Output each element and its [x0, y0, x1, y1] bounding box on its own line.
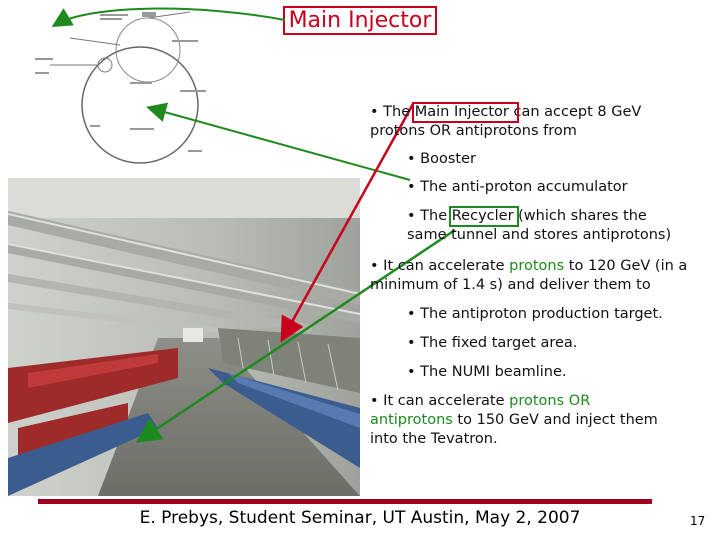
- bullet-accelerate-protons: • It can accelerate protons to 120 GeV (…: [370, 258, 688, 293]
- footer-rule: [38, 499, 652, 504]
- footer-text: E. Prebys, Student Seminar, UT Austin, M…: [139, 508, 581, 528]
- sub-bullet-numi: • The NUMI beamline.: [407, 364, 567, 380]
- booster-ring: [97, 57, 113, 73]
- bullet-tevatron-injection: • It can accelerate protons OR antiproto…: [370, 393, 658, 447]
- title-highlight-box: [283, 6, 437, 35]
- page-number: 17: [690, 514, 706, 528]
- main-injector-ring: [115, 17, 181, 83]
- main-injector-tunnel-photo: [8, 178, 360, 496]
- accelerator-complex-diagram: [35, 11, 206, 164]
- tevatron-ring: [81, 46, 199, 164]
- recycler-highlight-box: [449, 206, 519, 227]
- sub-bullet-accumulator: • The anti-proton accumulator: [407, 179, 628, 195]
- sub-bullet-booster: • Booster: [407, 151, 476, 167]
- sub-bullet-production-target: • The antiproton production target.: [407, 306, 663, 322]
- sub-bullet-recycler: • The Recycler (which shares the same tu…: [407, 208, 672, 243]
- main-injector-highlight-box: [412, 102, 519, 123]
- slide-title: Main Injector: [288, 8, 432, 33]
- bullet-main-injector-accepts: • The Main Injector can accept 8 GeV pro…: [370, 104, 642, 139]
- main-injector-highlight: Main Injector: [414, 104, 509, 120]
- sub-bullet-fixed-target: • The fixed target area.: [407, 335, 578, 351]
